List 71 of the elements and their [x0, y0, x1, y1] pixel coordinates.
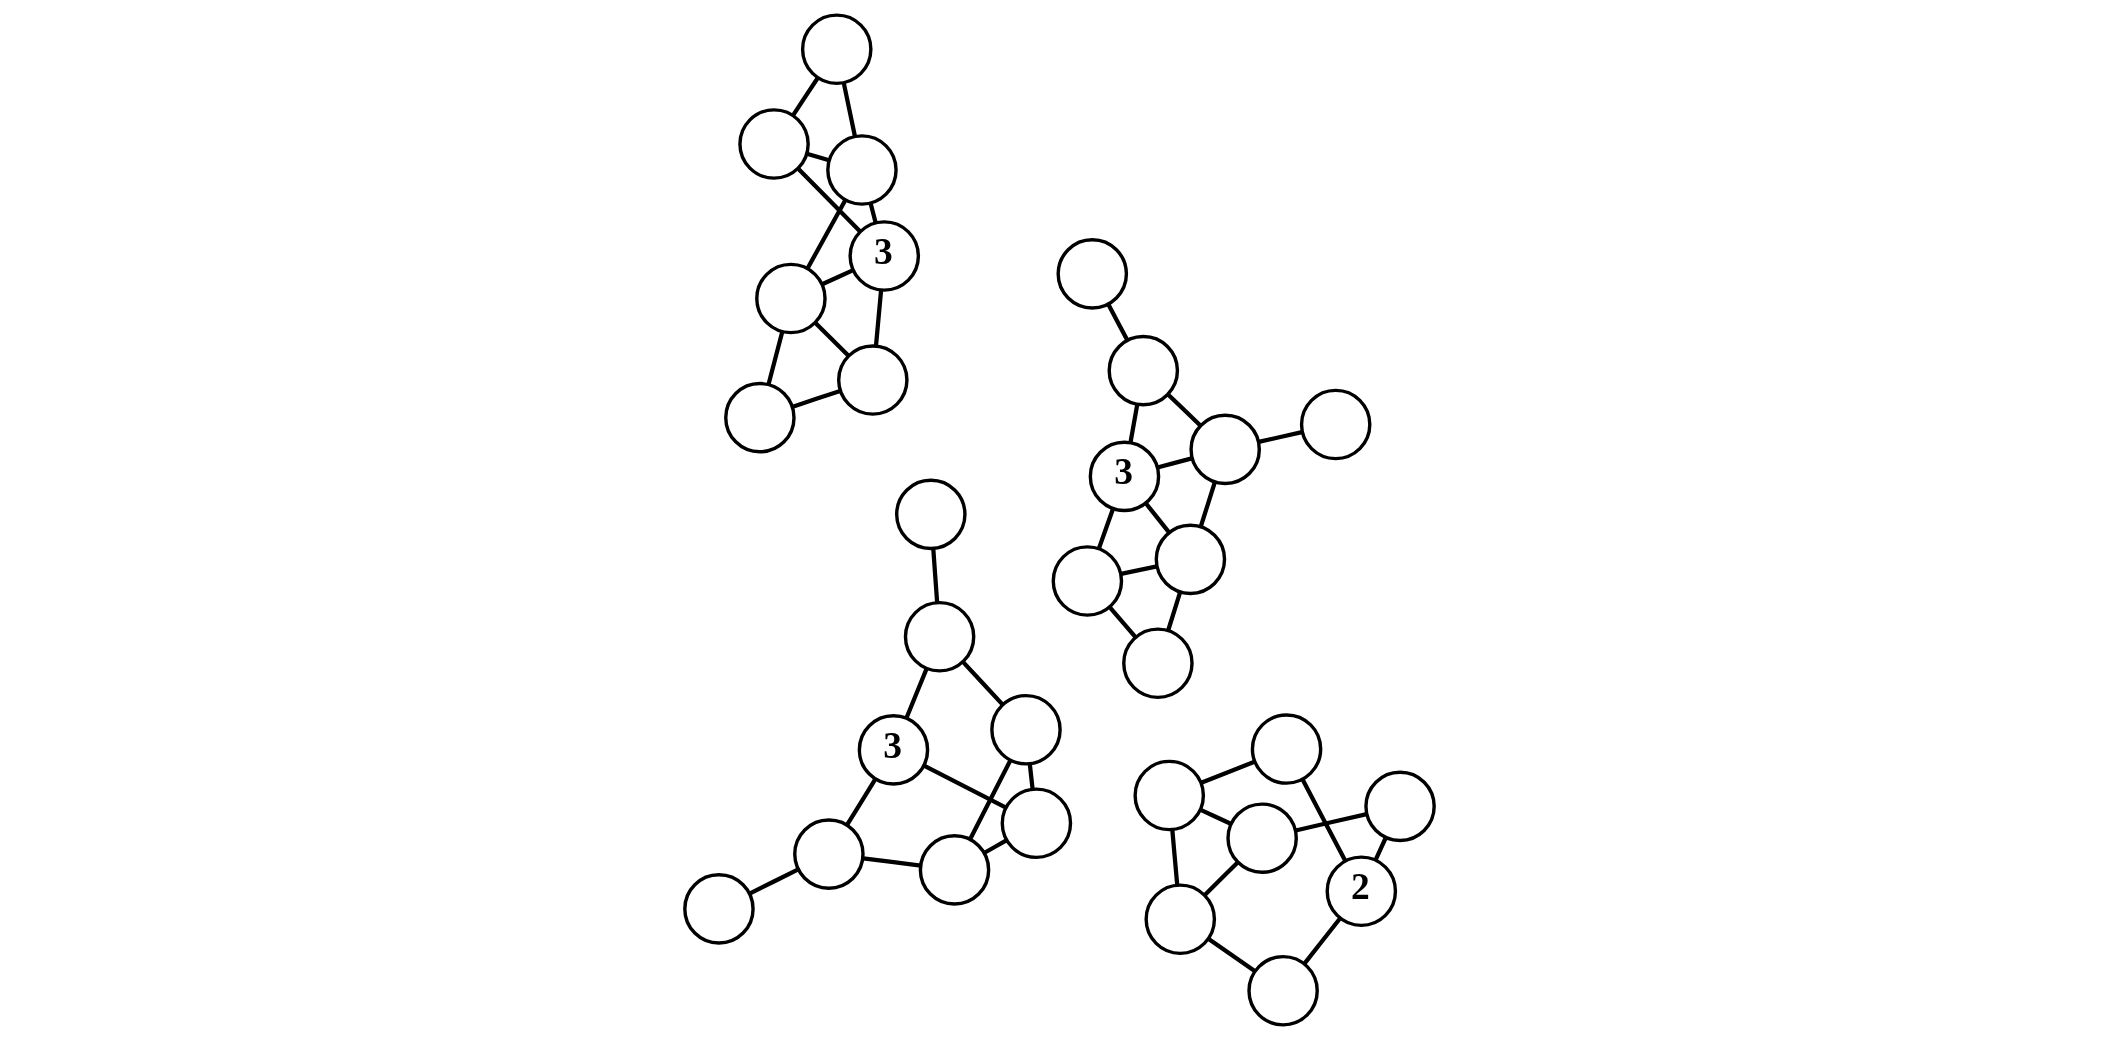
connector: [813, 321, 850, 358]
node-circle: 3: [1088, 440, 1161, 513]
connector: [1203, 861, 1240, 897]
connector: [766, 331, 785, 385]
node-circle: [1133, 759, 1206, 832]
connector: [1166, 591, 1183, 631]
node-circle: [1000, 787, 1073, 860]
connector: [1108, 605, 1138, 639]
node-circle: [990, 693, 1062, 766]
connector: [1156, 456, 1193, 470]
node-circle: [1299, 388, 1372, 461]
node-circle: [1189, 413, 1261, 486]
connector: [1144, 502, 1171, 534]
connector: [1200, 759, 1256, 785]
connector: [841, 82, 858, 137]
node-circle: [1051, 545, 1124, 617]
connector: [968, 759, 1013, 840]
connector: [749, 867, 800, 896]
connector: [961, 660, 1004, 706]
connector: [923, 763, 1007, 810]
connector: [1207, 937, 1257, 973]
connector: [862, 856, 921, 868]
node-circle: [724, 381, 796, 454]
connector: [868, 203, 878, 224]
node-circle: [1364, 770, 1436, 843]
connector: [1097, 508, 1115, 549]
connector: [1120, 564, 1158, 576]
connector: [805, 199, 847, 270]
connector: [873, 290, 884, 346]
connector: [1300, 778, 1347, 862]
node-circle: [1226, 802, 1298, 874]
node-circle: [683, 873, 755, 945]
connector: [1295, 812, 1368, 833]
node-circle: [1250, 713, 1323, 785]
connector: [797, 167, 862, 233]
node-circle: [755, 262, 827, 335]
node-circle: [1056, 238, 1129, 310]
connector: [1128, 404, 1140, 443]
connector: [1027, 763, 1035, 790]
connector: [1199, 808, 1232, 826]
connector: [904, 667, 929, 719]
node-circle: 3: [857, 714, 930, 786]
connector: [792, 388, 841, 409]
node-circle: [800, 13, 873, 86]
connector: [1373, 836, 1388, 862]
node-circle: [826, 134, 898, 206]
connector: [1198, 481, 1217, 527]
node-circle: [793, 818, 865, 890]
node-circle: 3: [848, 220, 921, 292]
connector: [1258, 430, 1303, 444]
node-circle: [918, 834, 991, 906]
node-circle: [1122, 627, 1194, 700]
connector: [1302, 917, 1342, 965]
connector: [821, 268, 855, 287]
connector: [806, 151, 830, 163]
node-circle: [1154, 523, 1227, 596]
connector: [1166, 393, 1202, 428]
node-circle: [1107, 334, 1180, 407]
node-circle: [1247, 954, 1319, 1027]
node-circle: [903, 600, 976, 673]
node-circle: [895, 478, 967, 551]
node-circle: [837, 344, 909, 416]
connector: [845, 777, 878, 826]
connector: [791, 76, 820, 117]
node-circle: [738, 108, 810, 180]
connector: [931, 548, 940, 603]
node-circle: [1144, 883, 1217, 956]
connector: [1106, 303, 1129, 341]
connector: [1170, 829, 1180, 885]
node-circle: 2: [1325, 855, 1398, 928]
connector: [983, 838, 1008, 855]
